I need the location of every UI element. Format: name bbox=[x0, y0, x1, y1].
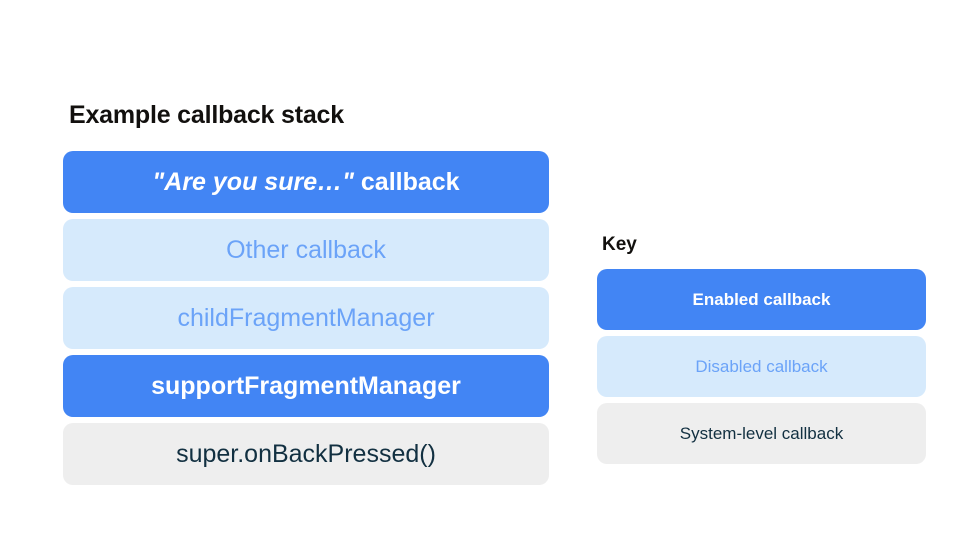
stack-item-label: Other callback bbox=[226, 236, 386, 264]
key-item-label: System-level callback bbox=[679, 423, 844, 443]
stack-item-label: childFragmentManager bbox=[177, 304, 435, 332]
key-item-disabled-callback: Disabled callback bbox=[597, 336, 926, 397]
key-section: Key Enabled callback Disabled callback S… bbox=[597, 232, 926, 464]
stack-item-support-fragment-manager[interactable]: supportFragmentManager bbox=[63, 355, 549, 417]
stack-item-other-callback[interactable]: Other callback bbox=[63, 219, 549, 281]
stack-item-label-quoted: "Are you sure…" bbox=[152, 168, 354, 196]
key-item-label: Enabled callback bbox=[692, 289, 831, 309]
callback-stack-list: "Are you sure…" callback Other callback … bbox=[63, 151, 549, 485]
key-list: Enabled callback Disabled callback Syste… bbox=[597, 269, 926, 464]
stack-item-label: "Are you sure…" callback bbox=[152, 167, 459, 197]
stack-item-are-you-sure[interactable]: "Are you sure…" callback bbox=[63, 151, 549, 213]
stack-item-label-suffix: callback bbox=[360, 168, 460, 196]
key-item-enabled-callback: Enabled callback bbox=[597, 269, 926, 330]
stack-item-label-plain bbox=[354, 168, 361, 196]
stack-item-label: super.onBackPressed() bbox=[176, 440, 436, 468]
key-title: Key bbox=[602, 234, 637, 255]
key-item-label: Disabled callback bbox=[695, 356, 828, 376]
stack-item-super-on-back-pressed[interactable]: super.onBackPressed() bbox=[63, 423, 549, 485]
stack-item-child-fragment-manager[interactable]: childFragmentManager bbox=[63, 287, 549, 349]
stack-item-label: supportFragmentManager bbox=[151, 372, 461, 400]
callback-stack-section: Example callback stack "Are you sure…" c… bbox=[63, 98, 549, 485]
page-title: Example callback stack bbox=[69, 101, 344, 129]
key-item-system-level-callback: System-level callback bbox=[597, 403, 926, 464]
